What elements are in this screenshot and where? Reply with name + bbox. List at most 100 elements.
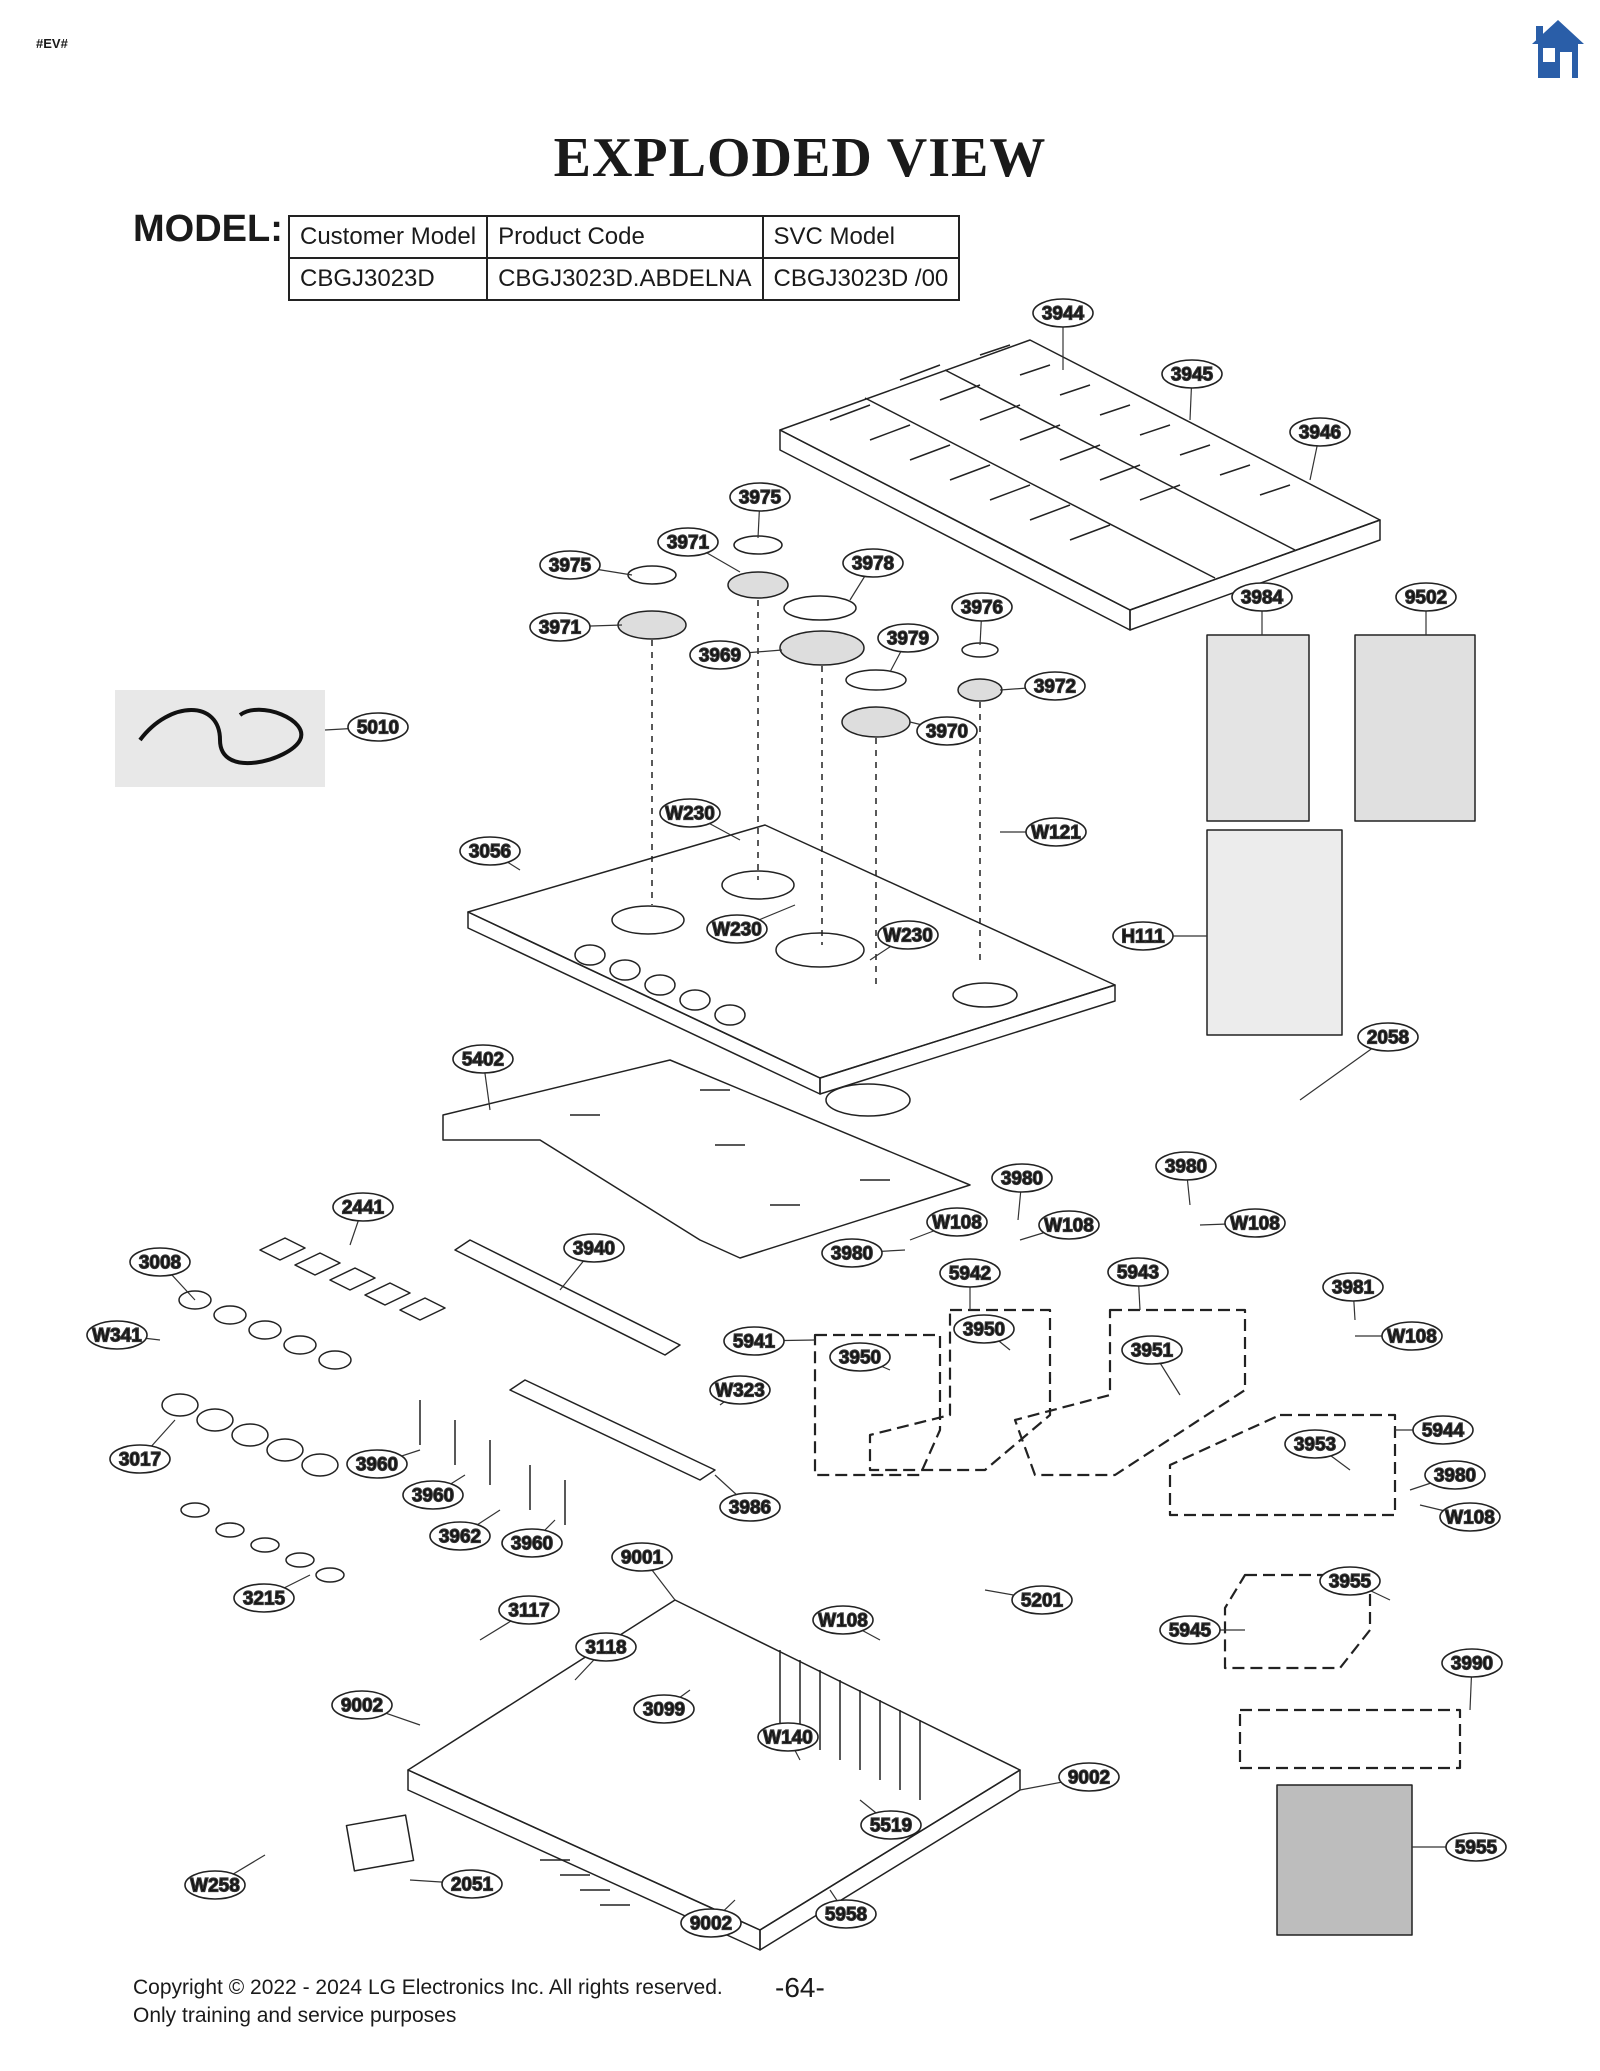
part-callout-3972: 3972 <box>1024 671 1086 701</box>
part-callout-3975: 3975 <box>539 550 601 580</box>
copyright-text: Copyright © 2022 - 2024 LG Electronics I… <box>133 1976 723 1999</box>
part-callout-5010: 5010 <box>347 712 409 742</box>
part-number-label: W108 <box>1387 1327 1437 1348</box>
part-callout-w108: W108 <box>926 1207 988 1237</box>
part-number-label: 3944 <box>1042 304 1085 325</box>
part-number-label: 3980 <box>1434 1466 1476 1487</box>
part-number-label: W230 <box>883 926 933 947</box>
part-callout-3960: 3960 <box>501 1528 563 1558</box>
part-callout-3962: 3962 <box>429 1521 491 1551</box>
ignition-assemblies <box>813 1308 1462 1770</box>
part-number-label: 3975 <box>549 556 592 577</box>
cooktop-top <box>467 824 1116 1117</box>
part-callout-3950: 3950 <box>829 1342 891 1372</box>
part-number-label: W108 <box>1445 1508 1495 1529</box>
part-callout-3981: 3981 <box>1322 1272 1384 1302</box>
parts-bag-image <box>1206 634 1310 822</box>
part-number-label: 5958 <box>825 1905 867 1926</box>
part-callout-5519: 5519 <box>860 1810 922 1840</box>
part-number-label: 3017 <box>119 1450 161 1471</box>
part-number-label: 3980 <box>1165 1157 1207 1178</box>
part-number-label: 3990 <box>1451 1654 1493 1675</box>
part-number-label: 3971 <box>667 533 710 554</box>
part-callout-5402: 5402 <box>452 1044 514 1074</box>
part-number-label: W230 <box>665 804 715 825</box>
part-number-label: 3979 <box>887 629 929 650</box>
home-icon[interactable] <box>1530 18 1586 80</box>
part-number-label: 5201 <box>1021 1591 1064 1612</box>
part-number-label: 3984 <box>1241 588 1284 609</box>
part-number-label: 9002 <box>1068 1768 1110 1789</box>
part-number-label: 3953 <box>1294 1435 1336 1456</box>
part-number-label: 3960 <box>412 1486 454 1507</box>
part-number-label: W108 <box>1230 1214 1280 1235</box>
part-callout-3117: 3117 <box>498 1595 560 1625</box>
part-number-label: 9002 <box>341 1696 383 1717</box>
part-callout-h111: H111 <box>1112 921 1174 951</box>
part-number-label: W108 <box>818 1611 868 1632</box>
part-callout-w108: W108 <box>1038 1210 1100 1240</box>
part-number-label: 5519 <box>870 1816 912 1837</box>
value-customer-model: CBGJ3023D <box>287 257 489 301</box>
part-number-label: 3099 <box>643 1700 685 1721</box>
model-table: Customer Model Product Code SVC Model CB… <box>287 215 961 301</box>
part-callout-3975: 3975 <box>729 482 791 512</box>
seal-gasket <box>442 1059 971 1259</box>
part-callout-w140: W140 <box>757 1722 819 1752</box>
part-callout-3986: 3986 <box>719 1492 781 1522</box>
part-number-label: 3950 <box>963 1320 1005 1341</box>
part-callout-3960: 3960 <box>346 1449 408 1479</box>
part-callout-3976: 3976 <box>951 592 1013 622</box>
grate-assembly <box>779 339 1381 631</box>
part-number-label: 3960 <box>511 1534 553 1555</box>
part-callout-w121: W121 <box>1025 817 1087 847</box>
part-callout-3971: 3971 <box>657 527 719 557</box>
part-number-label: 3980 <box>831 1244 873 1265</box>
part-callout-3990: 3990 <box>1441 1648 1503 1678</box>
part-callout-3945: 3945 <box>1161 359 1223 389</box>
part-number-label: 3980 <box>1001 1169 1043 1190</box>
model-label: MODEL: <box>133 208 283 250</box>
base-pan <box>345 1599 1021 1951</box>
part-number-label: 3975 <box>739 488 782 509</box>
part-callout-3969: 3969 <box>689 640 751 670</box>
table-row: Customer Model Product Code SVC Model <box>287 215 961 259</box>
part-number-label: 5402 <box>462 1050 504 1071</box>
part-callout-3980: 3980 <box>1155 1151 1217 1181</box>
part-number-label: 9001 <box>621 1548 664 1569</box>
part-callout-5201: 5201 <box>1011 1585 1073 1615</box>
part-number-label: 5942 <box>949 1264 991 1285</box>
part-number-label: W341 <box>92 1326 142 1347</box>
part-number-label: 3946 <box>1299 423 1341 444</box>
part-callout-2051: 2051 <box>441 1869 503 1899</box>
part-number-label: 2051 <box>451 1875 494 1896</box>
part-number-label: 9502 <box>1405 588 1447 609</box>
part-callout-9002: 9002 <box>331 1690 393 1720</box>
part-callout-3971: 3971 <box>529 612 591 642</box>
part-number-label: 9002 <box>690 1914 732 1935</box>
part-number-label: 3970 <box>926 722 968 743</box>
part-number-label: 3960 <box>356 1455 398 1476</box>
hardware-bag-image <box>1354 634 1476 822</box>
part-callout-3951: 3951 <box>1121 1335 1183 1365</box>
part-number-label: 3117 <box>508 1601 549 1622</box>
part-number-label: 3986 <box>729 1498 771 1519</box>
part-number-label: 3940 <box>573 1239 615 1260</box>
page-title: EXPLODED VIEW <box>553 127 1047 189</box>
part-callout-w341: W341 <box>86 1320 148 1350</box>
part-number-label: W108 <box>932 1213 982 1234</box>
part-callout-w230: W230 <box>659 798 721 828</box>
part-number-label: 5955 <box>1455 1838 1498 1859</box>
part-callout-3215: 3215 <box>233 1583 295 1613</box>
part-callout-5942: 5942 <box>939 1258 1001 1288</box>
part-callout-3008: 3008 <box>129 1247 191 1277</box>
regulator-image <box>1276 1784 1413 1936</box>
part-number-label: 3972 <box>1034 677 1076 698</box>
part-callout-9002: 9002 <box>680 1908 742 1938</box>
part-callout-3960: 3960 <box>402 1480 464 1510</box>
part-callout-w108: W108 <box>1381 1321 1443 1351</box>
harness-image <box>1206 829 1343 1036</box>
part-number-label: 2441 <box>342 1198 385 1219</box>
part-callout-w108: W108 <box>812 1605 874 1635</box>
